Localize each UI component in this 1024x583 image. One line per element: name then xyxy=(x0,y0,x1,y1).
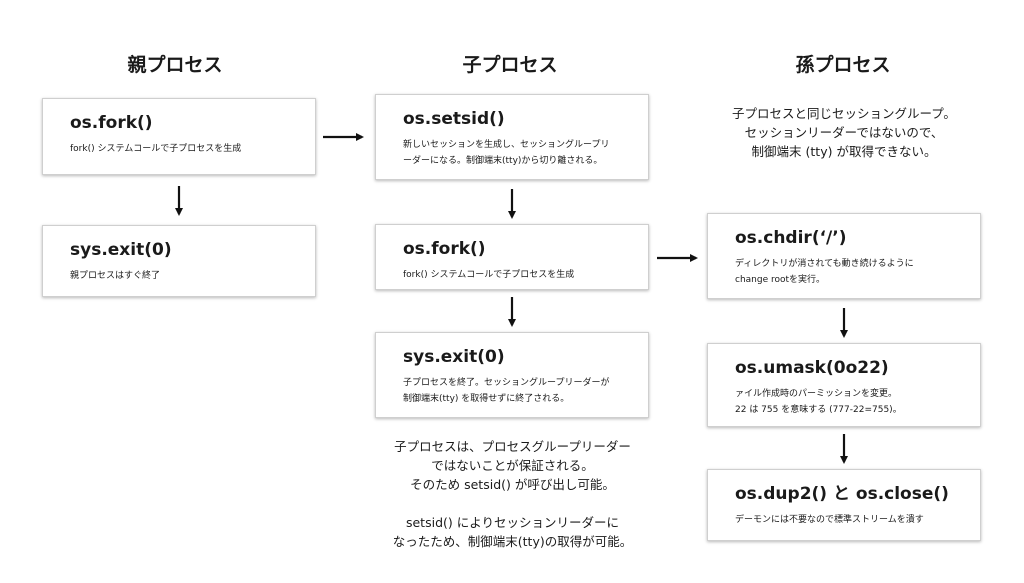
child-fork-title: os.fork() xyxy=(403,239,486,259)
parent-process-title: 親プロセス xyxy=(127,54,223,76)
grandchild-note: 子プロセスと同じセッショングループ。 セッションリーダーではないので、 制御端末… xyxy=(732,106,956,159)
grandchild-chdir-desc: ディレクトリが消されても動き続けるように change rootを実行。 xyxy=(735,259,914,285)
child-setsid-box: os.setsid() 新しいセッションを生成し、セッショングループリ ーダーに… xyxy=(375,94,649,180)
parent-exit-title: sys.exit(0) xyxy=(70,240,172,260)
child-setsid-title: os.setsid() xyxy=(403,109,505,129)
child-process-title: 子プロセス xyxy=(462,54,558,76)
grandchild-umask-desc: ァイル作成時のパーミッションを変更。 22 は 755 を意味する (777-2… xyxy=(735,389,902,415)
grandchild-chdir-title: os.chdir(‘/’) xyxy=(735,228,847,248)
child-fork-box: os.fork() fork() システムコールで子プロセスを生成 xyxy=(375,224,649,290)
grandchild-umask-title: os.umask(0o22) xyxy=(735,358,889,378)
child-exit-box: sys.exit(0) 子プロセスを終了。セッショングループリーダーが 制御端末… xyxy=(375,332,649,418)
grandchild-dup2-desc: デーモンには不要なので標準ストリームを潰す xyxy=(735,515,924,525)
grandchild-dup2-box: os.dup2() と os.close() デーモンには不要なので標準ストリー… xyxy=(707,469,981,541)
parent-exit-desc: 親プロセスはすぐ終了 xyxy=(70,271,161,281)
grandchild-chdir-box: os.chdir(‘/’) ディレクトリが消されても動き続けるように chang… xyxy=(707,213,981,299)
parent-fork-desc: fork() システムコールで子プロセスを生成 xyxy=(70,144,242,154)
child-exit-title: sys.exit(0) xyxy=(403,347,505,367)
child-fork-desc: fork() システムコールで子プロセスを生成 xyxy=(403,270,575,280)
child-note: 子プロセスは、プロセスグループリーダー ではないことが保証される。 そのため s… xyxy=(392,439,633,549)
grandchild-umask-box: os.umask(0o22) ァイル作成時のパーミッションを変更。 22 は 7… xyxy=(707,343,981,427)
child-exit-desc: 子プロセスを終了。セッショングループリーダーが 制御端末(tty) を取得せずに… xyxy=(403,378,610,404)
grandchild-dup2-title: os.dup2() と os.close() xyxy=(735,484,949,504)
child-setsid-desc: 新しいセッションを生成し、セッショングループリ ーダーになる。制御端末(tty)… xyxy=(403,140,610,166)
parent-fork-title: os.fork() xyxy=(70,113,153,133)
parent-fork-box: os.fork() fork() システムコールで子プロセスを生成 xyxy=(42,98,316,175)
grandchild-process-title: 孫プロセス xyxy=(795,54,891,76)
parent-exit-box: sys.exit(0) 親プロセスはすぐ終了 xyxy=(42,225,316,297)
